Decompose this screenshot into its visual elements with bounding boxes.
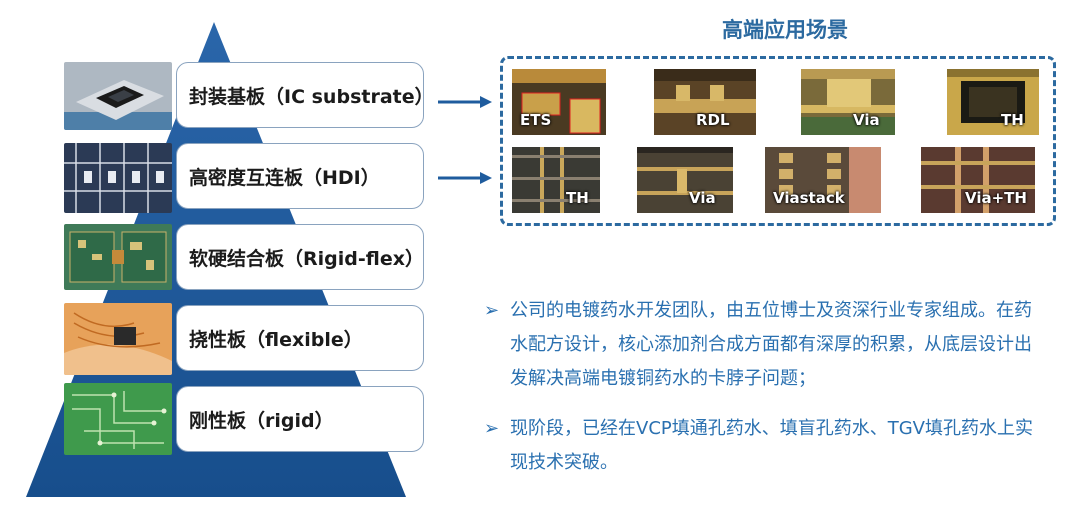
tier-label: 软硬结合板（Rigid-flex） xyxy=(189,247,424,270)
bullet-text: 公司的电镀药水开发团队，由五位博士及资深行业专家组成。在药水配方设计，核心添加剂… xyxy=(510,300,1032,389)
rdl-cross-section-image: RDL xyxy=(654,69,756,135)
tile-label: Viastack xyxy=(773,189,845,207)
tier-label: 刚性板（rigid） xyxy=(189,409,334,432)
tier-flexible: 挠性板（flexible） xyxy=(176,305,424,371)
arrow-bullet-icon: ➢ xyxy=(484,300,500,321)
tile-label: Via+TH xyxy=(965,189,1027,207)
bullet-text: 现阶段，已经在VCP填通孔药水、填盲孔药水、TGV填孔药水上实现技术突破。 xyxy=(510,418,1033,473)
tier-label: 挠性板（flexible） xyxy=(189,328,363,351)
rigid-board-photo xyxy=(64,383,172,455)
tier-hdi: 高密度互连板（HDI） xyxy=(176,143,424,209)
tier-ic-substrate: 封装基板（IC substrate） xyxy=(176,62,434,128)
tile-label: TH xyxy=(1001,111,1024,129)
th-cross-section-image: TH xyxy=(512,147,600,213)
tier-label: 封装基板（IC substrate） xyxy=(189,85,434,108)
bullet-item: ➢ 公司的电镀药水开发团队，由五位博士及资深行业专家组成。在药水配方设计，核心添… xyxy=(484,294,1044,396)
ic-substrate-photo xyxy=(64,62,172,130)
arrow-bullet-icon: ➢ xyxy=(484,418,500,439)
flexible-board-photo xyxy=(64,303,172,375)
tile-label: TH xyxy=(566,189,589,207)
tile-label: ETS xyxy=(520,111,552,129)
arrow-right-icon xyxy=(438,96,492,108)
via-cross-section-image: Via xyxy=(801,69,895,135)
tier-rigid: 刚性板（rigid） xyxy=(176,386,424,452)
tile-label: Via xyxy=(689,189,716,207)
bullet-item: ➢ 现阶段，已经在VCP填通孔药水、填盲孔药水、TGV填孔药水上实现技术突破。 xyxy=(484,412,1044,480)
ets-cross-section-image: ETS xyxy=(512,69,606,135)
arrow-right-icon xyxy=(438,172,492,184)
th-cross-section-image: TH xyxy=(947,69,1039,135)
applications-title: 高端应用场景 xyxy=(722,18,848,42)
via-cross-section-image: Via xyxy=(637,147,733,213)
tier-label: 高密度互连板（HDI） xyxy=(189,166,380,189)
hdi-board-photo xyxy=(64,143,172,213)
applications-box: ETS RDL Via TH TH Via Viastack Via+TH xyxy=(500,56,1056,226)
tier-rigid-flex: 软硬结合板（Rigid-flex） xyxy=(176,224,424,290)
tile-label: Via xyxy=(853,111,880,129)
via-th-cross-section-image: Via+TH xyxy=(921,147,1035,213)
tile-label: RDL xyxy=(696,111,730,129)
rigid-flex-photo xyxy=(64,224,172,290)
viastack-cross-section-image: Viastack xyxy=(765,147,881,213)
